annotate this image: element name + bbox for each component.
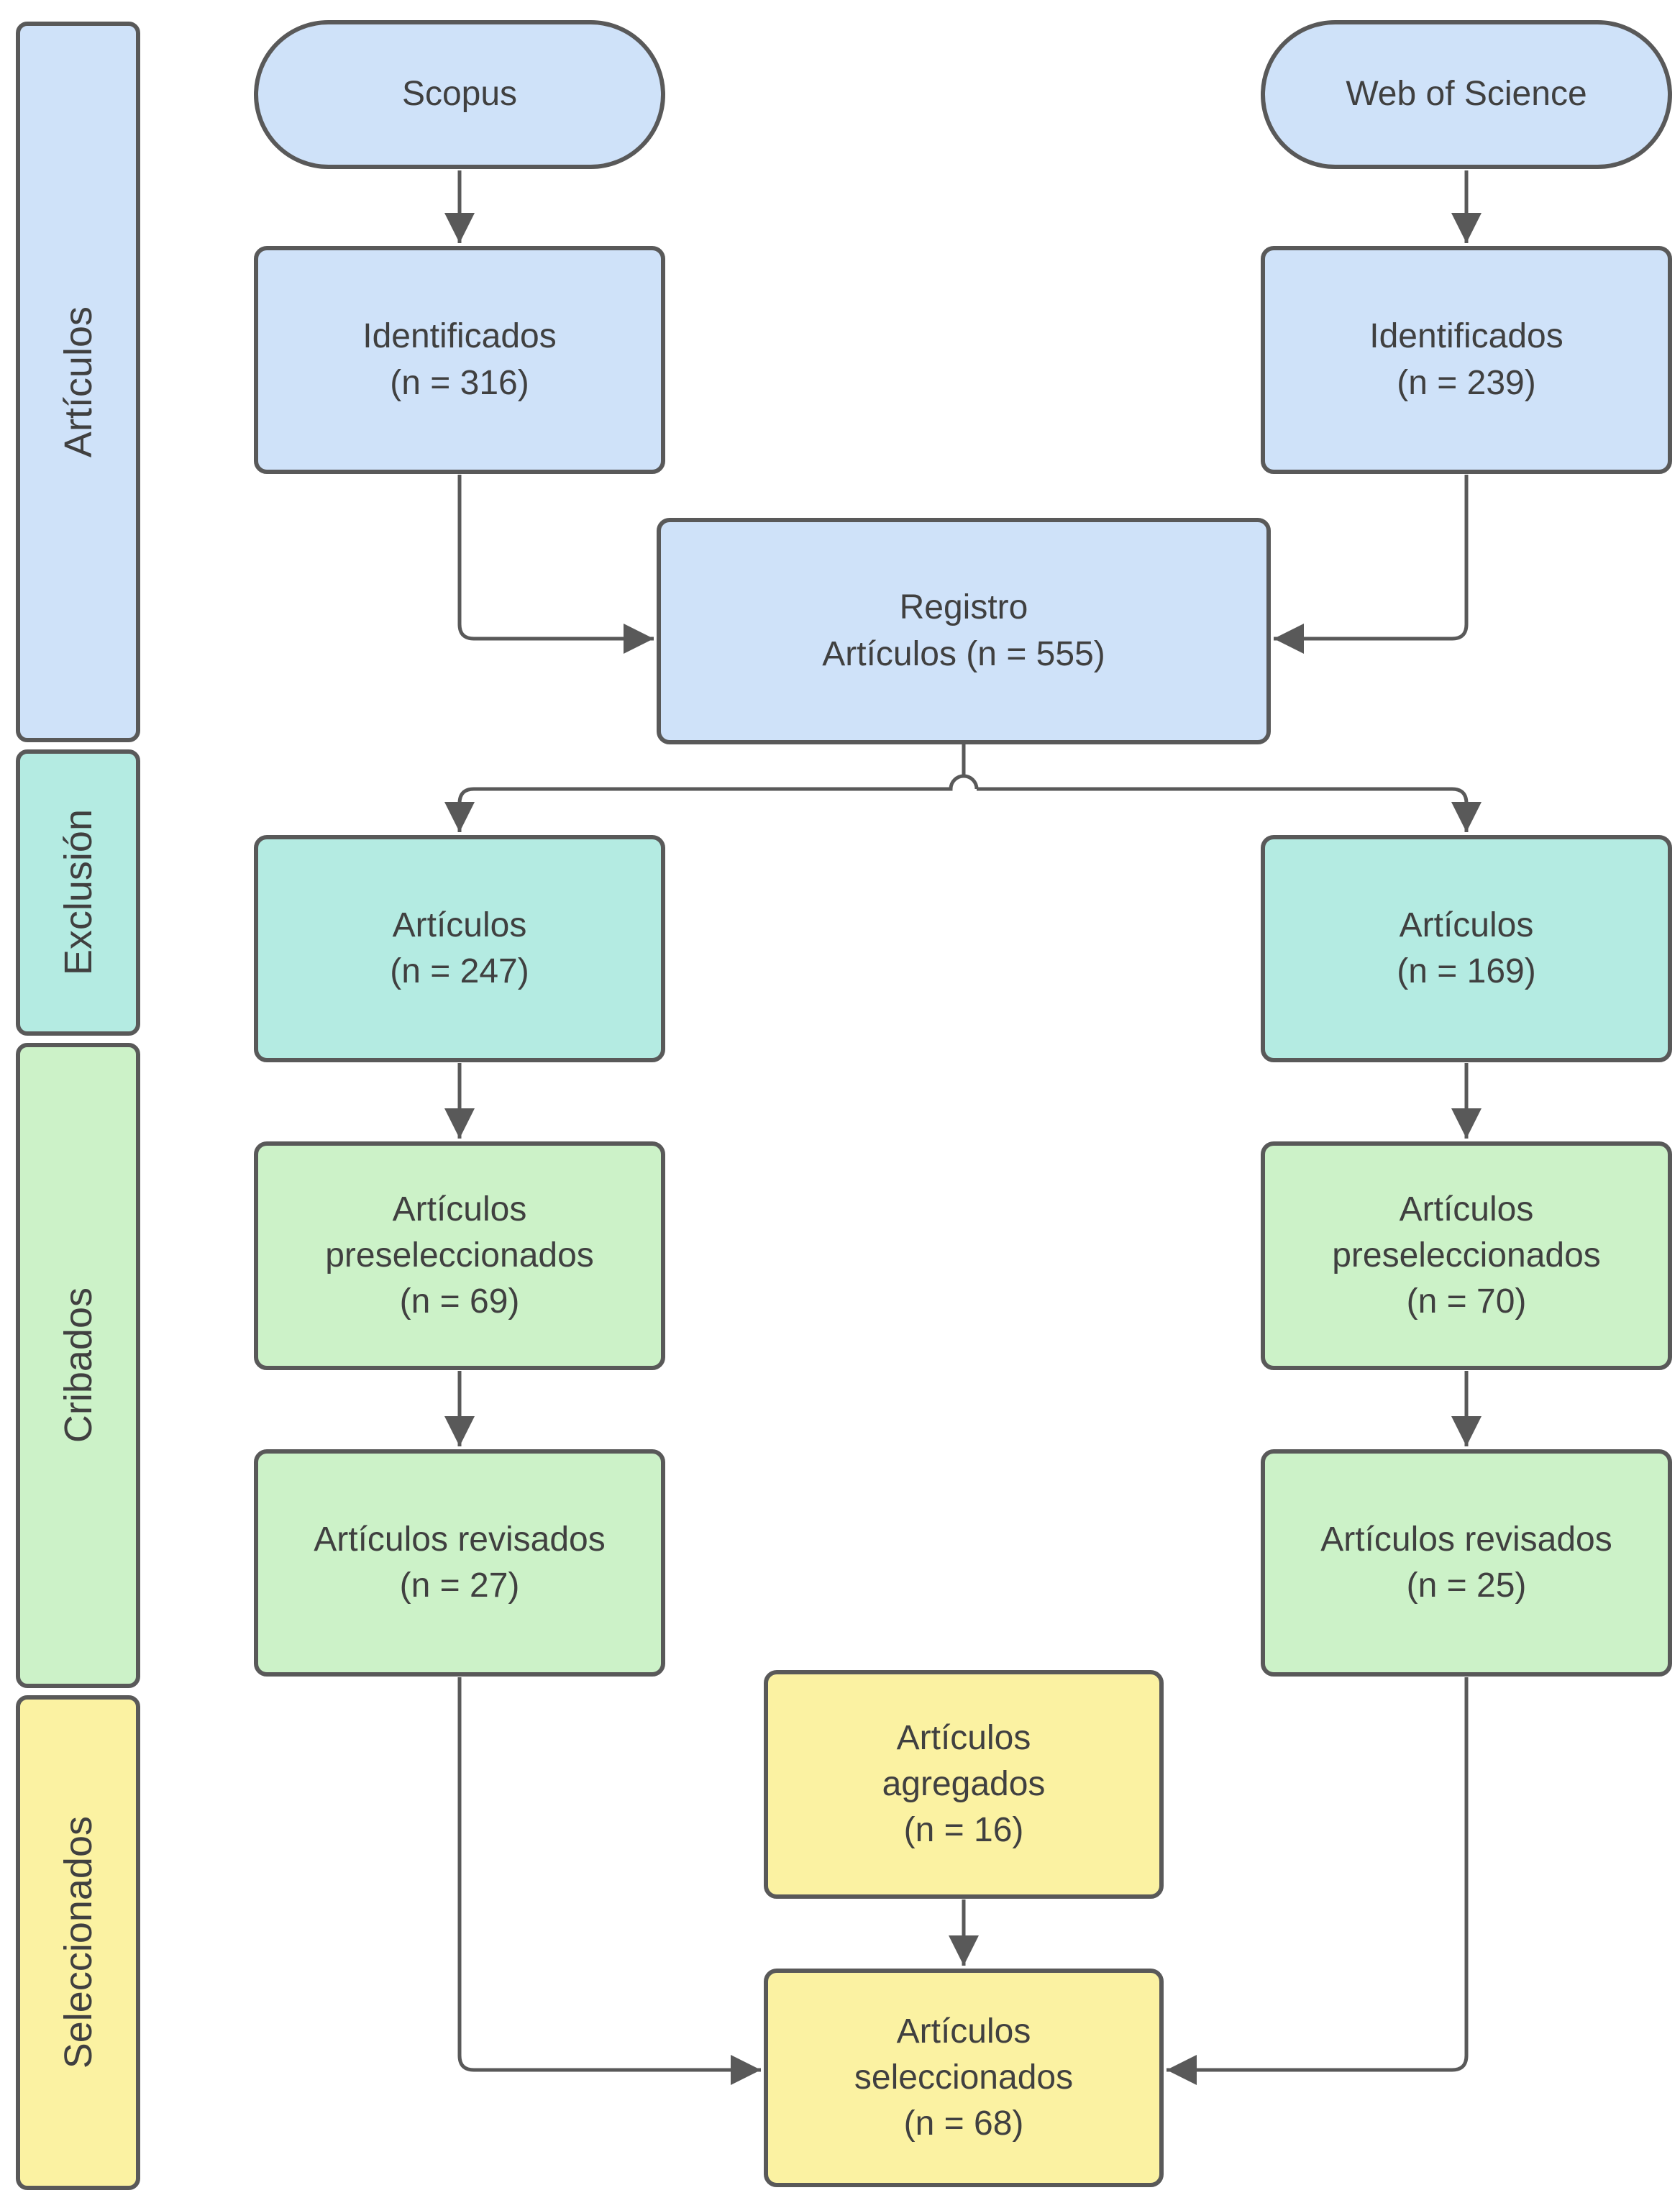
arrow-reviewed-wos-to-selected (1167, 1677, 1469, 2085)
node-registry: Registro Artículos (n = 555) (657, 518, 1271, 744)
sidebar-band-seleccionados-label: Seleccionados (56, 1816, 100, 2069)
sidebar-band-cribados: Cribados (16, 1043, 140, 1688)
sidebar-band-seleccionados: Seleccionados (16, 1695, 140, 2190)
node-preselected-scopus: Artículos preseleccionados (n = 69) (254, 1141, 665, 1370)
node-preselected-wos: Artículos preseleccionados (n = 70) (1261, 1141, 1672, 1370)
arrow-reviewed-scopus-to-selected (457, 1677, 761, 2085)
node-identified-wos: Identificados (n = 239) (1261, 246, 1672, 474)
node-added: Artículos agregados (n = 16) (764, 1670, 1164, 1899)
arrow-identified-wos-to-registry (1274, 475, 1469, 654)
node-reviewed-wos: Artículos revisados (n = 25) (1261, 1449, 1672, 1677)
node-identified-scopus: Identificados (n = 316) (254, 246, 665, 474)
source-pill-scopus: Scopus (254, 20, 665, 169)
sidebar-band-exclusion: Exclusión (16, 749, 140, 1036)
sidebar-band-exclusion-label: Exclusión (56, 809, 100, 976)
source-pill-web-of-science: Web of Science (1261, 20, 1672, 169)
arrow-registry-to-excluded-scopus (444, 774, 979, 832)
node-selected: Artículos seleccionados (n = 68) (764, 1969, 1164, 2187)
node-excluded-wos: Artículos (n = 169) (1261, 835, 1672, 1062)
node-excluded-scopus: Artículos (n = 247) (254, 835, 665, 1062)
sidebar-band-cribados-label: Cribados (56, 1287, 100, 1443)
arrow-identified-scopus-to-registry (457, 475, 654, 654)
arrow-registry-to-excluded-wos (977, 787, 1482, 832)
sidebar-band-articulos-label: Artículos (56, 306, 100, 458)
sidebar-band-articulos: Artículos (16, 22, 140, 742)
node-reviewed-scopus: Artículos revisados (n = 27) (254, 1449, 665, 1677)
